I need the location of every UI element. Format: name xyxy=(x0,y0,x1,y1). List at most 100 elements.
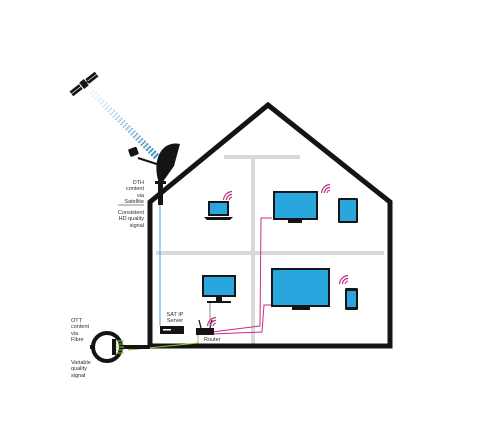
beam-dot xyxy=(153,150,157,154)
beam-dot xyxy=(142,142,145,145)
beam-dot xyxy=(131,127,133,130)
beam-dot xyxy=(156,153,159,156)
beam-dot xyxy=(125,122,128,125)
beam-dot xyxy=(106,106,109,109)
beam-dot xyxy=(137,137,140,140)
beam-dot xyxy=(102,105,104,108)
wifi-icon xyxy=(222,190,233,201)
satellite-icon xyxy=(69,71,99,97)
tv-icon xyxy=(273,191,318,223)
beam-dot xyxy=(137,141,141,144)
cables xyxy=(127,205,272,351)
beam-dot xyxy=(138,135,141,138)
beam-dot xyxy=(140,143,143,146)
beam-dot xyxy=(135,138,138,141)
beam-dot xyxy=(118,115,121,117)
beam-dot xyxy=(115,118,117,121)
room-dividers xyxy=(156,155,384,345)
beam-dot xyxy=(129,129,132,132)
router-to-tv-cable xyxy=(211,217,272,333)
beam-dot xyxy=(146,143,149,146)
beam-dot xyxy=(143,146,146,149)
beam-dot xyxy=(94,97,97,100)
beam-dot xyxy=(109,109,111,111)
beam-dot xyxy=(152,152,155,155)
beam-dot xyxy=(122,125,125,128)
beam-dot xyxy=(124,124,127,127)
beam-dot xyxy=(89,92,92,95)
beam-dot xyxy=(110,107,113,110)
beam-dot xyxy=(148,145,152,148)
beam-dot xyxy=(139,139,142,142)
beam-dot xyxy=(123,120,126,123)
desktop-monitor-icon xyxy=(202,275,236,303)
laptop-icon xyxy=(204,201,233,220)
beam-dot xyxy=(97,100,99,103)
sat-ip-server-icon xyxy=(160,326,184,334)
beam-dot xyxy=(105,102,108,104)
wifi-icon xyxy=(320,183,331,194)
router-to-tv-cable-2 xyxy=(211,304,272,335)
beam-dot xyxy=(132,136,135,139)
beam-dot xyxy=(133,130,136,133)
beam-dot xyxy=(153,156,156,159)
beam-dot xyxy=(108,104,110,107)
beam-dot xyxy=(107,110,110,113)
beam-dot xyxy=(154,154,158,158)
beam-dot xyxy=(119,119,122,122)
beam-dot xyxy=(96,96,98,98)
beam-dot xyxy=(149,149,153,153)
tablet-icon xyxy=(338,198,358,223)
beam-dot xyxy=(131,131,134,134)
house-outline xyxy=(147,101,393,349)
wifi-icon xyxy=(338,274,349,285)
fibre-cable xyxy=(127,333,199,351)
beam-dot xyxy=(150,153,154,157)
smartphone-icon xyxy=(345,288,358,310)
fibre-plug-icon xyxy=(90,331,150,363)
router-label: Router xyxy=(204,337,221,343)
beam-dot xyxy=(144,144,147,147)
beam-dot xyxy=(145,148,148,152)
beam-dot xyxy=(116,116,119,119)
wifi-icon xyxy=(206,316,217,327)
beam-dot xyxy=(92,95,94,97)
satellite-beam xyxy=(89,89,159,159)
satellite-dish-icon xyxy=(128,143,180,205)
beam-dot xyxy=(128,125,131,128)
beam-dot xyxy=(95,92,97,94)
beam-dot xyxy=(134,134,137,137)
beam-dot xyxy=(113,110,115,112)
beam-dot xyxy=(114,114,116,116)
beam-dot xyxy=(110,113,112,115)
beam-dot xyxy=(93,93,96,96)
tv-icon xyxy=(271,268,330,310)
beam-dot xyxy=(101,101,104,104)
beam-dot xyxy=(141,137,144,141)
beam-dot xyxy=(104,108,107,110)
beam-dot xyxy=(117,120,120,123)
beam-dot xyxy=(126,126,129,129)
beam-dot xyxy=(127,131,130,133)
beam-dot xyxy=(99,103,102,105)
beam-dot xyxy=(92,89,95,92)
beam-dot xyxy=(100,97,103,99)
beam-dot xyxy=(120,117,123,120)
beam-dot xyxy=(147,147,150,150)
beam-dot xyxy=(115,112,118,115)
beam-dot xyxy=(91,91,93,93)
beam-dot xyxy=(130,133,133,136)
beam-dot xyxy=(151,148,154,151)
beam-dot xyxy=(125,128,128,131)
beam-dot xyxy=(112,115,115,118)
beam-dot xyxy=(148,151,151,154)
beam-dot xyxy=(103,99,105,102)
beam-dot xyxy=(97,94,100,97)
beam-dot xyxy=(121,121,124,124)
